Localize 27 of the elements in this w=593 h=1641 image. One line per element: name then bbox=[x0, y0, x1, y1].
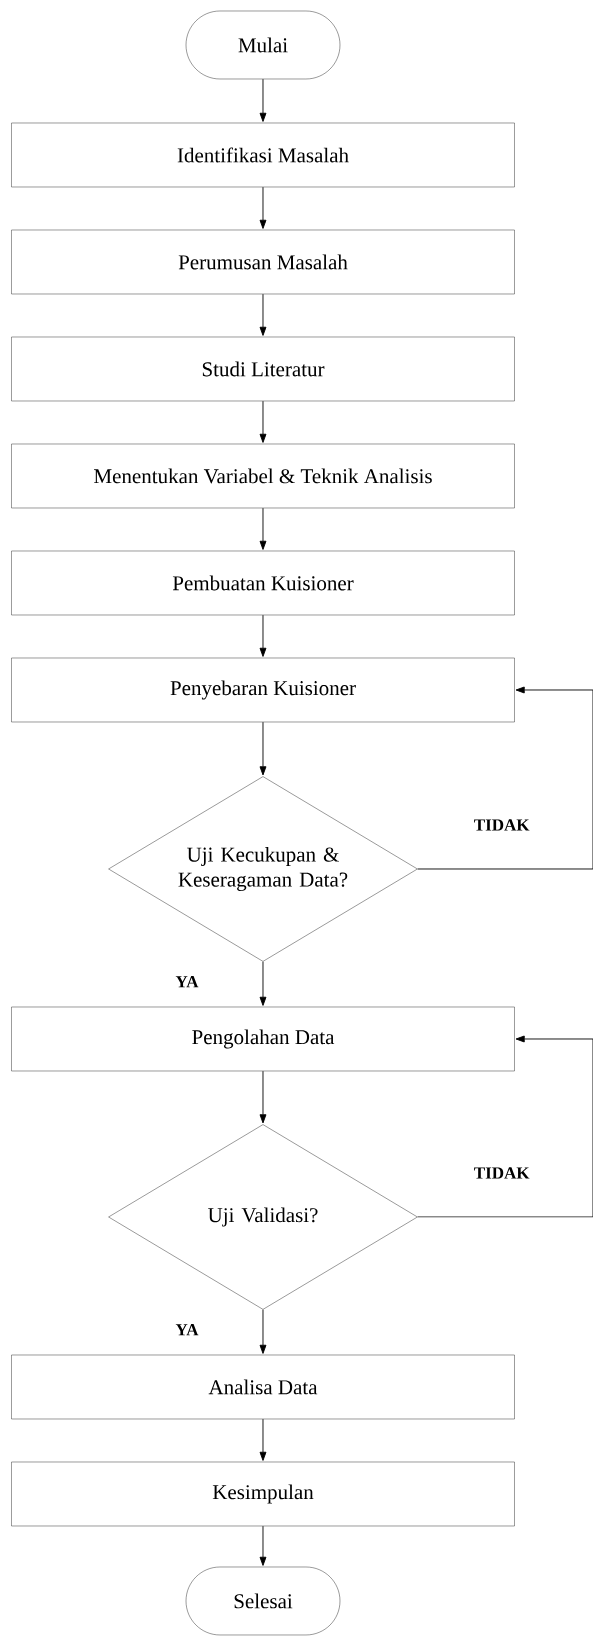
process-box: Kesimpulan bbox=[11, 1461, 515, 1527]
edge-label: YA bbox=[174, 975, 200, 989]
process-box: Analisa Data bbox=[11, 1354, 515, 1420]
terminator: Mulai bbox=[185, 10, 341, 80]
edge-label: TIDAK bbox=[472, 1166, 531, 1180]
arrow bbox=[259, 186, 267, 229]
arrow bbox=[259, 78, 267, 122]
process-box: Pengolahan Data bbox=[11, 1006, 515, 1072]
arrow bbox=[259, 614, 267, 657]
arrow bbox=[259, 1309, 267, 1354]
edge-label: YA bbox=[174, 1323, 200, 1337]
process-box: Studi Literatur bbox=[11, 336, 515, 402]
process-box: Penyebaran Kuisioner bbox=[11, 657, 515, 723]
arrow bbox=[259, 1525, 267, 1566]
terminator: Selesai bbox=[185, 1566, 341, 1636]
arrow bbox=[259, 400, 267, 443]
arrow bbox=[259, 507, 267, 550]
arrow bbox=[259, 721, 267, 776]
arrow bbox=[259, 961, 267, 1006]
arrow bbox=[259, 1070, 267, 1124]
process-box: Menentukan Variabel & Teknik Analisis bbox=[11, 443, 515, 509]
arrow bbox=[259, 1418, 267, 1461]
process-box: Perumusan Masalah bbox=[11, 229, 515, 295]
edge-label: TIDAK bbox=[472, 818, 531, 832]
arrow bbox=[259, 293, 267, 336]
process-box: Identifikasi Masalah bbox=[11, 122, 515, 188]
process-box: Pembuatan Kuisioner bbox=[11, 550, 515, 616]
